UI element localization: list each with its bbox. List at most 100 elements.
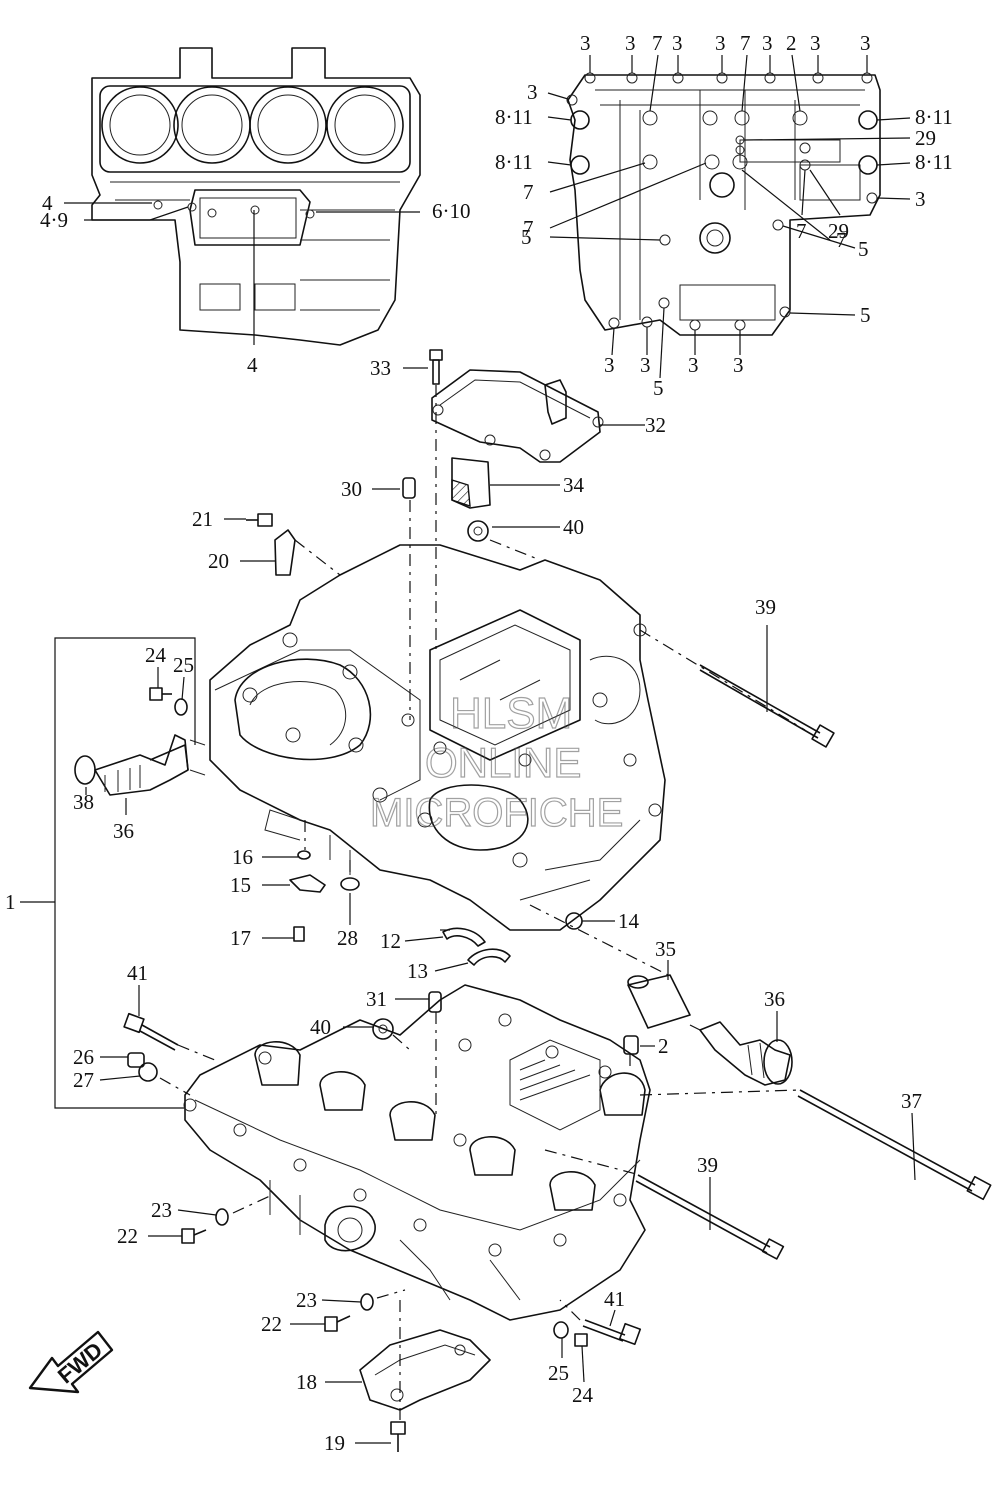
top-left-labels: 4 4·9 4 6·10 [40, 191, 471, 377]
callout-label: 41 [127, 961, 148, 985]
upper-case-labels: 33 32 30 34 21 40 20 39 24 25 38 36 16 1… [5, 356, 776, 983]
callout-label: 3 [762, 31, 773, 55]
small-parts-15-16-17-28 [289, 850, 583, 942]
callout-label: 18 [296, 1370, 317, 1394]
bolt-41-right-washer-25-bolt-24 [553, 1319, 642, 1347]
callout-label: 5 [653, 376, 664, 400]
callout-label: 8·11 [915, 150, 953, 174]
lower-case-labels: 35 41 31 36 40 2 26 27 37 39 23 22 23 22… [73, 937, 922, 1455]
bolts-22-washers-23 [181, 1208, 374, 1332]
nut-40-upper [467, 520, 489, 542]
callout-label: 4 [42, 191, 53, 215]
callout-label: 36 [113, 819, 134, 843]
callout-label: 5 [860, 303, 871, 327]
callout-label: 3 [733, 353, 744, 377]
callout-label: 22 [261, 1312, 282, 1336]
top-right-labels: 3 3 7 3 3 7 3 2 3 3 3 8·11 8·11 7 7 5 8·… [495, 31, 953, 400]
callout-label: 31 [366, 987, 387, 1011]
callout-label: 7 [836, 228, 847, 252]
upper-crankcase [209, 544, 666, 931]
callout-label: 3 [915, 187, 926, 211]
callout-label: 33 [370, 356, 391, 380]
callout-label: 16 [232, 845, 253, 869]
oil-separator-cover [431, 369, 604, 463]
callout-label: 6·10 [432, 199, 471, 223]
callout-label: 39 [755, 595, 776, 619]
long-bolt-39-upper [699, 664, 835, 748]
long-bolt-37 [797, 1089, 992, 1201]
lower-case-dashed-lines [159, 1012, 801, 1420]
top-left-leaders [64, 202, 420, 345]
watermark: HLSM ONLINE MICROFICHE [369, 688, 624, 835]
callout-label: 29 [828, 219, 849, 243]
sleeve-35 [627, 974, 691, 1029]
dowel-31 [428, 991, 442, 1013]
callout-label: 40 [310, 1015, 331, 1039]
callout-label: 8·11 [495, 105, 533, 129]
bearings-12-13 [442, 927, 511, 966]
callout-label: 38 [73, 790, 94, 814]
callout-label: 25 [548, 1361, 569, 1385]
callout-label: 30 [341, 477, 362, 501]
dowel-2 [623, 1035, 639, 1055]
fwd-arrow: FWD [28, 1330, 114, 1394]
callout-label: 3 [604, 353, 615, 377]
callout-label: 3 [688, 353, 699, 377]
watermark-line-1: HLSM [450, 689, 572, 738]
callout-label: 4·9 [40, 208, 68, 232]
callout-label: 7 [523, 180, 534, 204]
callout-label: 35 [655, 937, 676, 961]
long-bolt-39-lower [635, 1174, 785, 1260]
oil-pressure-sensor-36-lower [699, 1021, 793, 1086]
callout-label: 36 [764, 987, 785, 1011]
callout-label: 25 [173, 653, 194, 677]
plug-26-oring-27 [127, 1052, 158, 1082]
callout-label: 17 [230, 926, 251, 950]
callout-label: 8·11 [495, 150, 533, 174]
callout-label: 15 [230, 873, 251, 897]
callout-label: 1 [5, 890, 16, 914]
callout-label: 24 [145, 643, 167, 667]
callout-label: 20 [208, 549, 229, 573]
bolt-33 [429, 349, 443, 385]
oil-pressure-sensor-36-upper [94, 734, 206, 796]
lower-crankcase [183, 984, 651, 1321]
callout-label: 14 [618, 909, 640, 933]
callout-label: 27 [73, 1068, 94, 1092]
callout-label: 23 [151, 1198, 172, 1222]
callout-label: 3 [527, 80, 538, 104]
callout-label: 32 [645, 413, 666, 437]
callout-label: 2 [786, 31, 797, 55]
callout-label: 37 [901, 1089, 922, 1113]
callout-label: 5 [858, 237, 869, 261]
callout-label: 3 [640, 353, 651, 377]
callout-label: 12 [380, 929, 401, 953]
callout-label: 7 [523, 216, 534, 240]
callout-label: 7 [740, 31, 751, 55]
upper-case-dashed-lines [294, 385, 806, 976]
callout-label: 28 [337, 926, 358, 950]
callout-label: 5 [521, 225, 532, 249]
filter-element-34 [451, 457, 491, 509]
callout-label: 8·11 [915, 105, 953, 129]
dowel-30 [402, 477, 416, 499]
oring-38 [74, 755, 96, 785]
bolt-41-left [123, 1012, 179, 1051]
callout-label: 24 [572, 1383, 594, 1407]
callout-label: 3 [625, 31, 636, 55]
bolt-19 [390, 1421, 406, 1452]
nut-40-lower [372, 1018, 394, 1040]
callout-label: 23 [296, 1288, 317, 1312]
watermark-line-3: MICROFICHE [370, 791, 623, 835]
watermark-line-2: ONLINE [425, 739, 581, 786]
plate-20 [274, 529, 296, 576]
lower-case-leaders [99, 960, 916, 1444]
callout-label: 39 [697, 1153, 718, 1177]
callout-label: 7 [796, 219, 807, 243]
callout-label: 3 [715, 31, 726, 55]
bolt-21 [246, 513, 273, 527]
callout-label: 22 [117, 1224, 138, 1248]
callout-label: 7 [652, 31, 663, 55]
upper-case-leaders [20, 367, 768, 1109]
